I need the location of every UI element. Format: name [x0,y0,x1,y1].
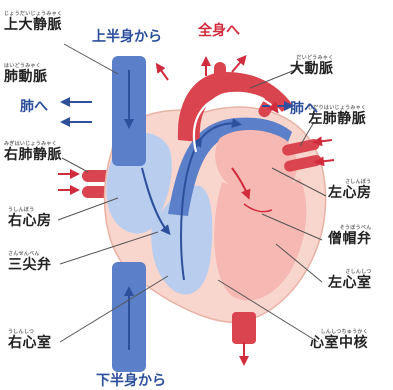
descending-aorta [232,312,256,344]
label-mitral-valve: そうぼうべん 僧帽弁 [328,226,372,246]
label-right-ventricle: うしんしつ 右心室 [8,330,52,350]
label-pulmonary-artery: はいどうみゃく 肺動脈 [4,64,48,84]
flow-to-lungs-right: 肺へ [290,98,318,118]
label-left-atrium: さしんぼう 左心房 [328,180,372,200]
flow-to-whole-body: 全身へ [198,20,240,40]
label-aorta: だいどうみゃく 大動脈 [290,56,334,76]
label-right-pulmonary-vein: みぎはいじょうみゃく 右肺静脈 [4,142,62,162]
left-atrium [215,130,297,192]
flow-to-lungs-left: 肺へ [20,96,48,116]
label-right-atrium: うしんぼう 右心房 [8,208,52,228]
label-superior-vena-cava: じょうだいじょうみゃく 上大静脈 [4,12,62,32]
flow-from-lower-body: 下半身から [96,370,166,390]
label-tricuspid-valve: さんせんべん 三尖弁 [8,252,52,272]
flow-from-upper-body: 上半身から [92,26,162,46]
label-septum: しんしつちゅうかく 心室中核 [310,330,368,350]
label-left-ventricle: さしんしつ 左心室 [328,270,372,290]
